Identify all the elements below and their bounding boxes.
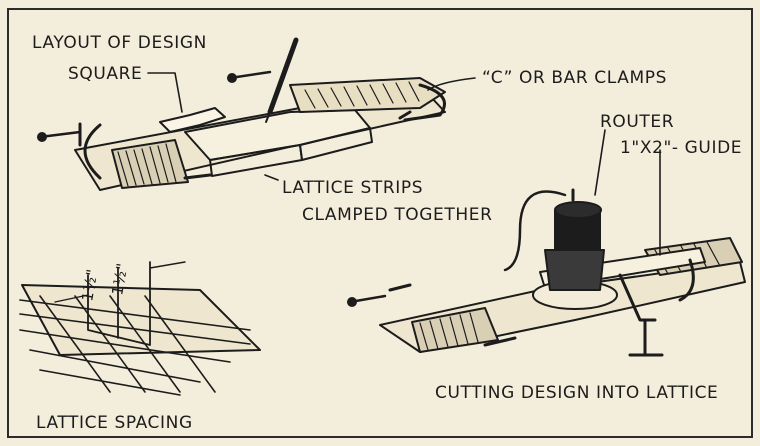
frame-border (7, 8, 753, 438)
label-spacing-dim-right: 1½" (108, 261, 131, 296)
label-spacing-dim-left: 1½" (78, 267, 101, 302)
label-router: ROUTER (600, 112, 674, 132)
label-layout-of-design: LAYOUT OF DESIGN (32, 33, 207, 53)
label-square: SQUARE (68, 64, 142, 84)
label-bar-clamps: “C” OR BAR CLAMPS (482, 68, 667, 88)
label-guide: 1"X2"- GUIDE (620, 138, 742, 158)
router-cutting-drawing (347, 188, 746, 357)
label-cutting-design: CUTTING DESIGN INTO LATTICE (435, 383, 718, 403)
lattice-spacing-drawing (19, 261, 261, 396)
label-clamped-together: CLAMPED TOGETHER (302, 205, 493, 225)
label-lattice-strips: LATTICE STRIPS (282, 178, 423, 198)
top-leaders (147, 72, 476, 181)
label-lattice-spacing: LATTICE SPACING (36, 413, 193, 433)
router-leaders (594, 129, 661, 256)
clamped-strips-drawing (37, 37, 446, 191)
